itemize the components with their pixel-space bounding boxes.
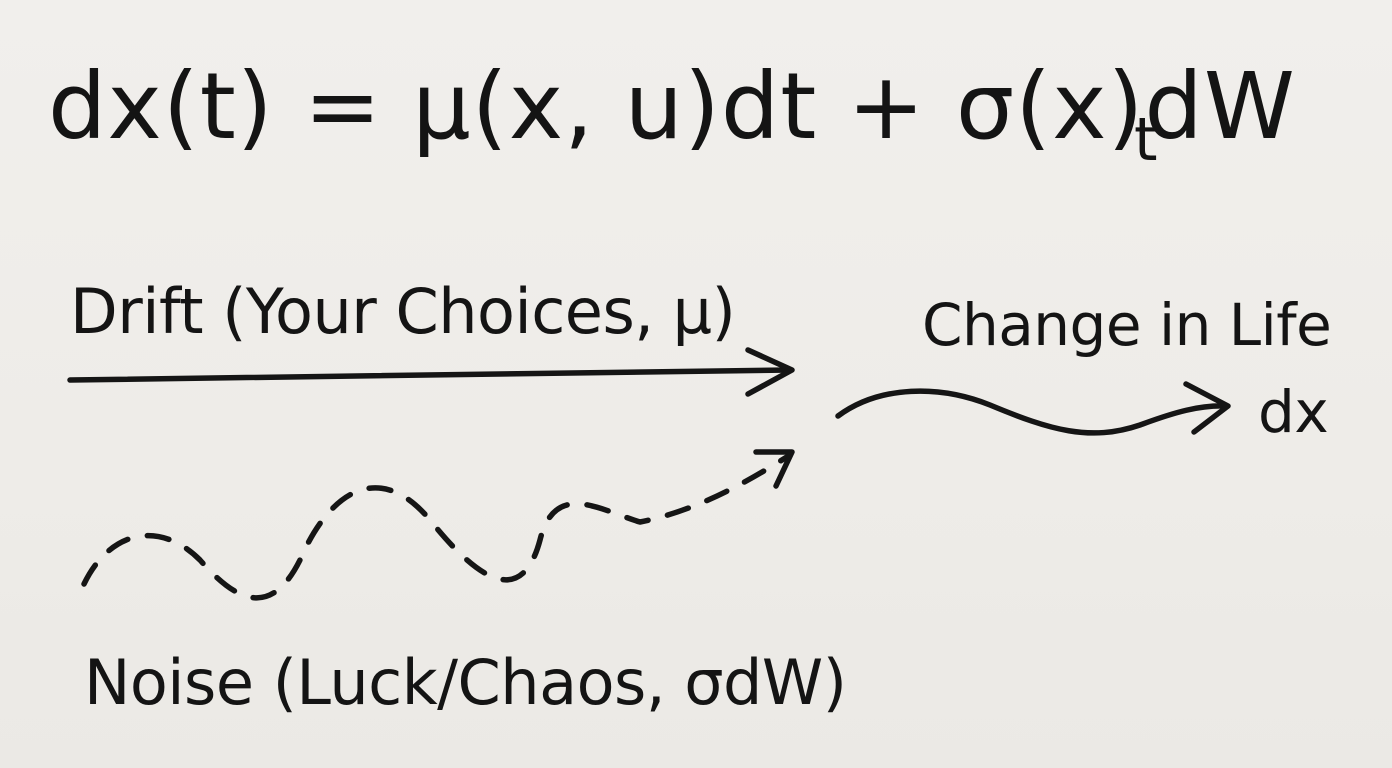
noise-arrow-line bbox=[81, 452, 793, 601]
result-arrowhead bbox=[1183, 381, 1231, 435]
equation-text: dx(t) = μ(x, u)dt + σ(x)dW bbox=[48, 53, 1296, 160]
drift-label: Drift (Your Choices, μ) bbox=[70, 275, 735, 348]
result-label-line2: dx bbox=[1258, 378, 1328, 446]
noise-label: Noise (Luck/Chaos, σdW) bbox=[84, 646, 846, 719]
drift-arrowhead bbox=[745, 347, 795, 397]
equation-subscript: t bbox=[1134, 105, 1158, 175]
noise-arrowhead bbox=[753, 449, 795, 489]
result-arrow-line bbox=[835, 388, 1229, 436]
result-label-line1: Change in Life bbox=[922, 291, 1331, 359]
drift-arrow-line bbox=[67, 367, 793, 383]
